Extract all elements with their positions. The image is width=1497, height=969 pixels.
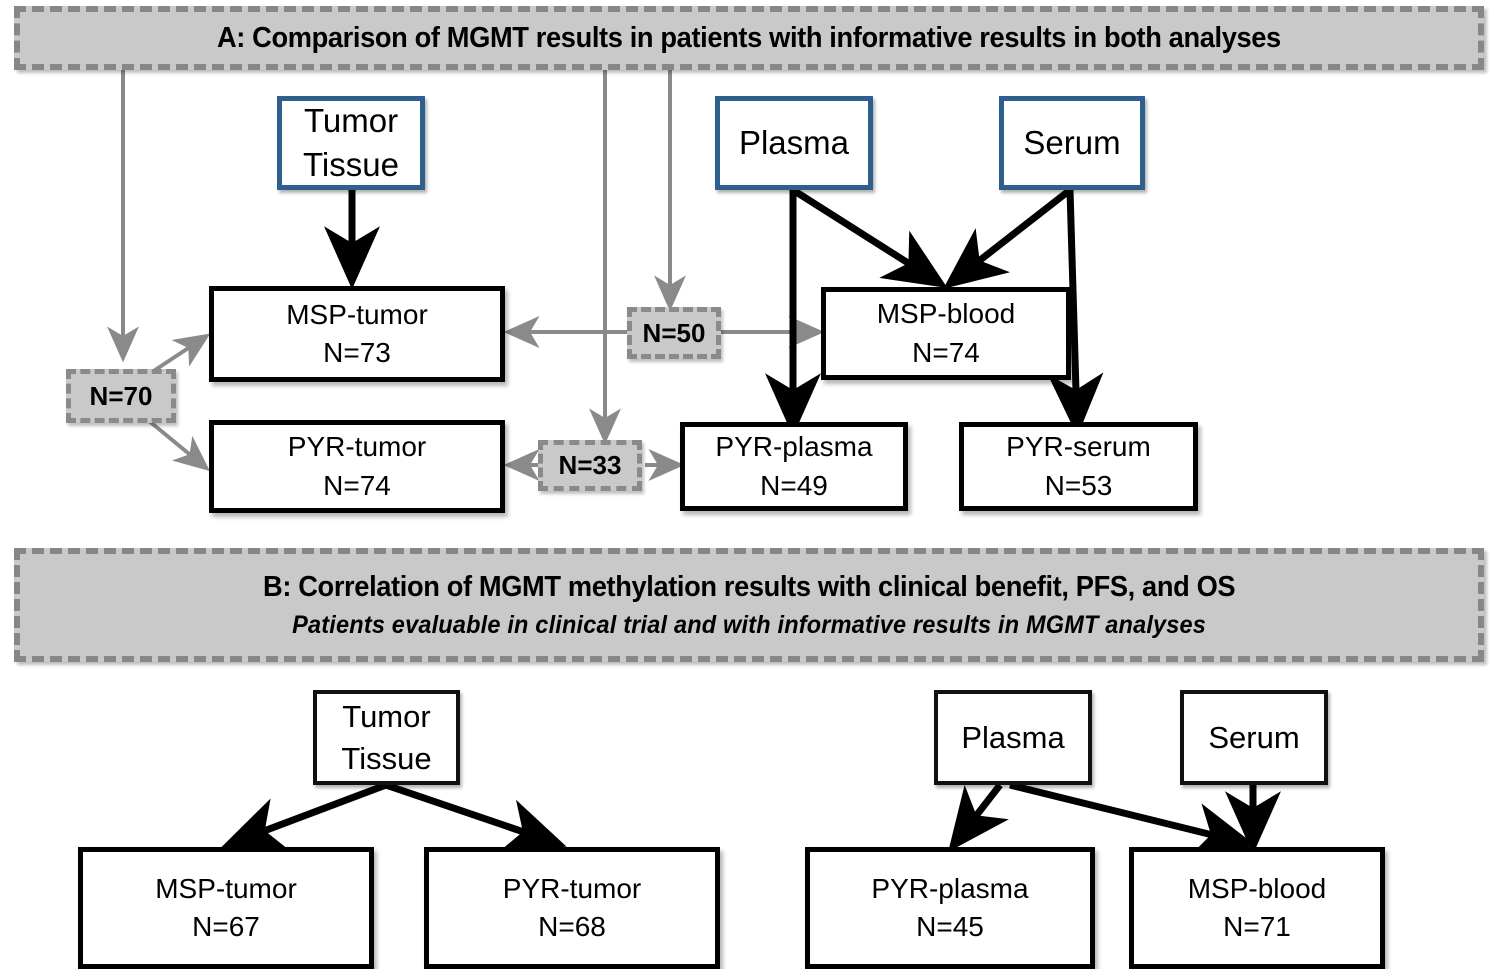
source-box-tumor-tissue-b: Tumor Tissue [313,690,460,785]
result-box-pyr-tumor-b: PYR-tumor N=68 [424,847,720,969]
result-box-msp-tumor-b: MSP-tumor N=67 [78,847,374,969]
source-label-line1: Serum [1023,123,1121,161]
source-box-plasma-b: Plasma [934,690,1092,785]
panel-a-title: A: Comparison of MGMT results in patient… [217,21,1281,54]
result-count: N=67 [192,911,260,942]
result-box-pyr-serum-a: PYR-serum N=53 [959,422,1198,511]
source-box-tumor-tissue-a: Tumor Tissue [277,96,425,190]
result-box-msp-tumor-a: MSP-tumor N=73 [209,286,505,382]
result-name: PYR-plasma [871,872,1029,904]
panel-a-banner: A: Comparison of MGMT results in patient… [14,6,1484,70]
panel-b-subtitle: Patients evaluable in clinical trial and… [292,610,1206,639]
source-box-plasma-a: Plasma [715,96,873,190]
result-count: N=74 [912,336,980,368]
panel-b-banner: B: Correlation of MGMT methylation resul… [14,548,1484,662]
result-name: MSP-blood [1187,872,1327,904]
overlap-label: N=50 [642,317,706,348]
result-name: MSP-tumor [155,872,297,904]
result-count: N=45 [916,911,984,942]
source-label-line1: Serum [1208,719,1300,755]
result-count: N=71 [1223,911,1291,942]
result-count: N=73 [323,337,391,368]
result-count: N=53 [1044,469,1113,501]
result-name: MSP-blood [876,298,1016,330]
panel-b-black-edges [221,781,1281,858]
result-box-msp-blood-a: MSP-blood N=74 [821,287,1071,380]
source-box-serum-a: Serum [999,96,1145,190]
result-box-pyr-plasma-b: PYR-plasma N=45 [805,847,1095,969]
result-name: PYR-tumor [502,872,642,904]
source-label-line1: Plasma [961,719,1065,755]
source-label-line2: Tissue [303,146,399,183]
source-label-line1: Plasma [738,123,850,161]
panel-a-gray-edges [107,70,825,481]
source-label-line2: Tissue [341,740,432,776]
overlap-label: N=33 [558,450,622,480]
overlap-badge-n50: N=50 [627,307,721,359]
result-box-pyr-tumor-a: PYR-tumor N=74 [209,420,505,513]
result-box-pyr-plasma-a: PYR-plasma N=49 [680,422,908,511]
result-name: PYR-serum [1006,431,1151,463]
source-box-serum-b: Serum [1180,690,1328,785]
result-count: N=49 [760,469,828,501]
result-name: MSP-tumor [286,298,428,330]
overlap-label: N=70 [89,380,153,411]
panel-b-title: B: Correlation of MGMT methylation resul… [262,570,1236,603]
result-count: N=74 [323,469,391,501]
overlap-badge-n70: N=70 [66,369,176,423]
result-count: N=68 [538,911,606,942]
result-name: PYR-plasma [715,431,873,463]
overlap-badge-n33: N=33 [538,440,642,491]
result-box-msp-blood-b: MSP-blood N=71 [1129,847,1385,969]
result-name: PYR-tumor [287,431,427,463]
source-label-line1: Tumor [342,698,431,734]
source-label-line1: Tumor [303,101,399,139]
